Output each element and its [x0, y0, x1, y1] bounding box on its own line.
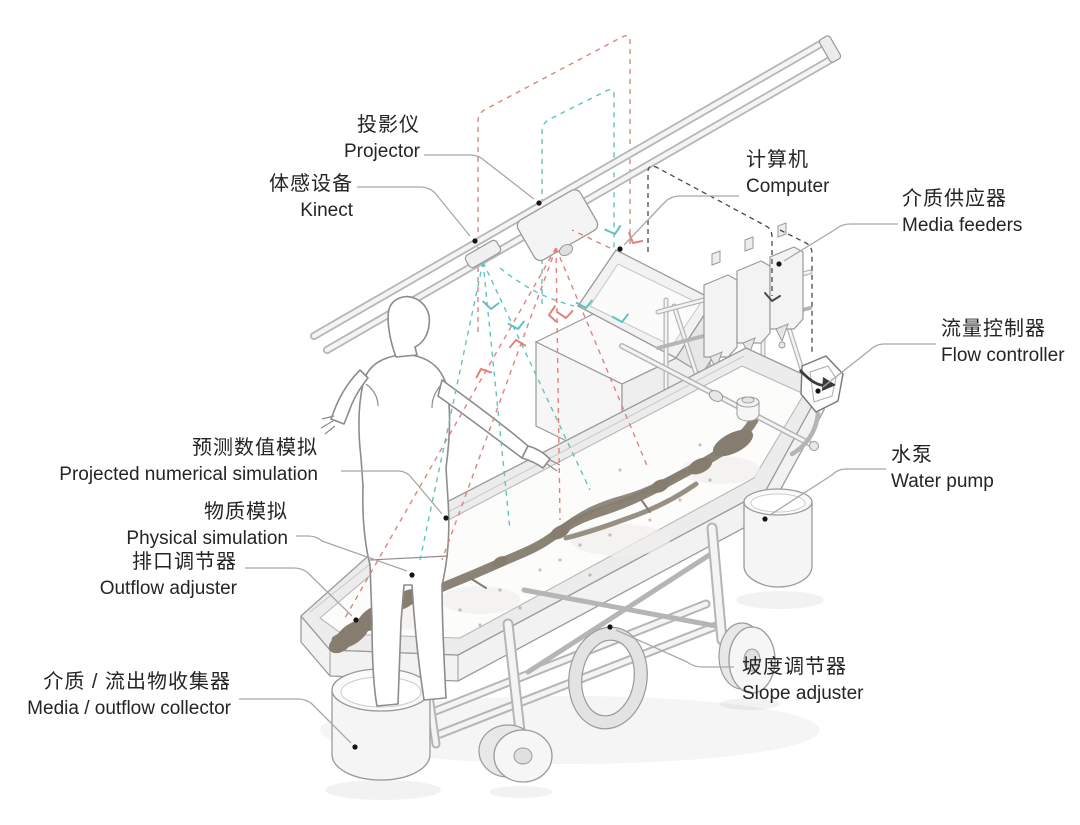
beam-arrows — [475, 225, 644, 379]
feeder-container — [703, 250, 738, 377]
label-computer: 计算机 Computer — [746, 147, 829, 200]
feeder-container — [769, 222, 804, 349]
person-right-hand — [521, 445, 551, 469]
label-media-feeders-en: Media feeders — [902, 215, 1023, 236]
label-projected-numerical-simulation-en: Projected numerical simulation — [59, 464, 318, 485]
label-projector-en: Projector — [343, 141, 420, 162]
label-projected-numerical-simulation: 预测数值模拟 Projected numerical simulation — [59, 435, 318, 488]
label-projector: 投影仪 Projector — [344, 112, 420, 165]
label-kinect-zh: 体感设备 — [269, 173, 353, 195]
floor-shadow — [320, 591, 824, 800]
inlet-pipe — [619, 343, 819, 451]
person-head — [387, 295, 431, 358]
label-flow-controller: 流量控制器 Flow controller — [941, 316, 1065, 369]
label-outflow-adjuster: 排口调节器 Outflow adjuster — [100, 549, 237, 602]
leader-lines — [239, 154, 936, 750]
label-outflow-adjuster-zh: 排口调节器 — [132, 551, 237, 573]
label-flow-controller-en: Flow controller — [941, 345, 1065, 366]
water-pump-bucket — [743, 411, 821, 588]
wheel — [478, 724, 553, 783]
wheel — [718, 622, 776, 694]
label-projected-numerical-simulation-zh: 预测数值模拟 — [192, 437, 318, 459]
media-feeder-unit — [655, 222, 813, 431]
slope-adjuster-ring — [568, 626, 648, 730]
label-slope-adjuster-zh: 坡度调节器 — [742, 656, 847, 678]
kinect-device — [464, 239, 502, 269]
label-slope-adjuster-en: Slope adjuster — [742, 683, 864, 704]
label-media-outflow-collector-en: Media / outflow collector — [27, 698, 231, 719]
person-figure — [320, 295, 561, 707]
projection-beam-fan — [344, 229, 649, 619]
inlet-fitting — [736, 396, 760, 422]
projection-beam — [477, 34, 631, 332]
label-projector-zh: 投影仪 — [357, 114, 420, 136]
river-channel — [328, 415, 759, 654]
label-water-pump-en: Water pump — [891, 471, 994, 492]
label-physical-simulation-zh: 物质模拟 — [204, 501, 288, 523]
label-water-pump-zh: 水泵 — [891, 444, 933, 466]
label-media-feeders: 介质供应器 Media feeders — [902, 186, 1022, 239]
label-computer-en: Computer — [746, 176, 830, 197]
projector-box — [516, 189, 599, 262]
label-physical-simulation-en: Physical simulation — [126, 528, 288, 549]
label-physical-simulation: 物质模拟 Physical simulation — [126, 499, 288, 552]
label-flow-controller-zh: 流量控制器 — [941, 318, 1046, 340]
label-media-outflow-collector: 介质 / 流出物收集器 Media / outflow collector — [27, 669, 231, 722]
label-kinect: 体感设备 Kinect — [269, 171, 353, 224]
projector-lens-icon — [558, 243, 574, 257]
label-kinect-en: Kinect — [300, 200, 353, 221]
rail-end-cap — [818, 35, 842, 63]
person-left-arm — [330, 369, 369, 425]
label-slope-adjuster: 坡度调节器 Slope adjuster — [742, 654, 863, 707]
label-outflow-adjuster-en: Outflow adjuster — [99, 578, 237, 599]
label-media-outflow-collector-zh: 介质 / 流出物收集器 — [43, 671, 231, 693]
flow-controller-device — [798, 355, 844, 413]
label-computer-zh: 计算机 — [746, 149, 809, 171]
label-water-pump: 水泵 Water pump — [891, 442, 994, 495]
label-media-feeders-zh: 介质供应器 — [902, 188, 1007, 210]
